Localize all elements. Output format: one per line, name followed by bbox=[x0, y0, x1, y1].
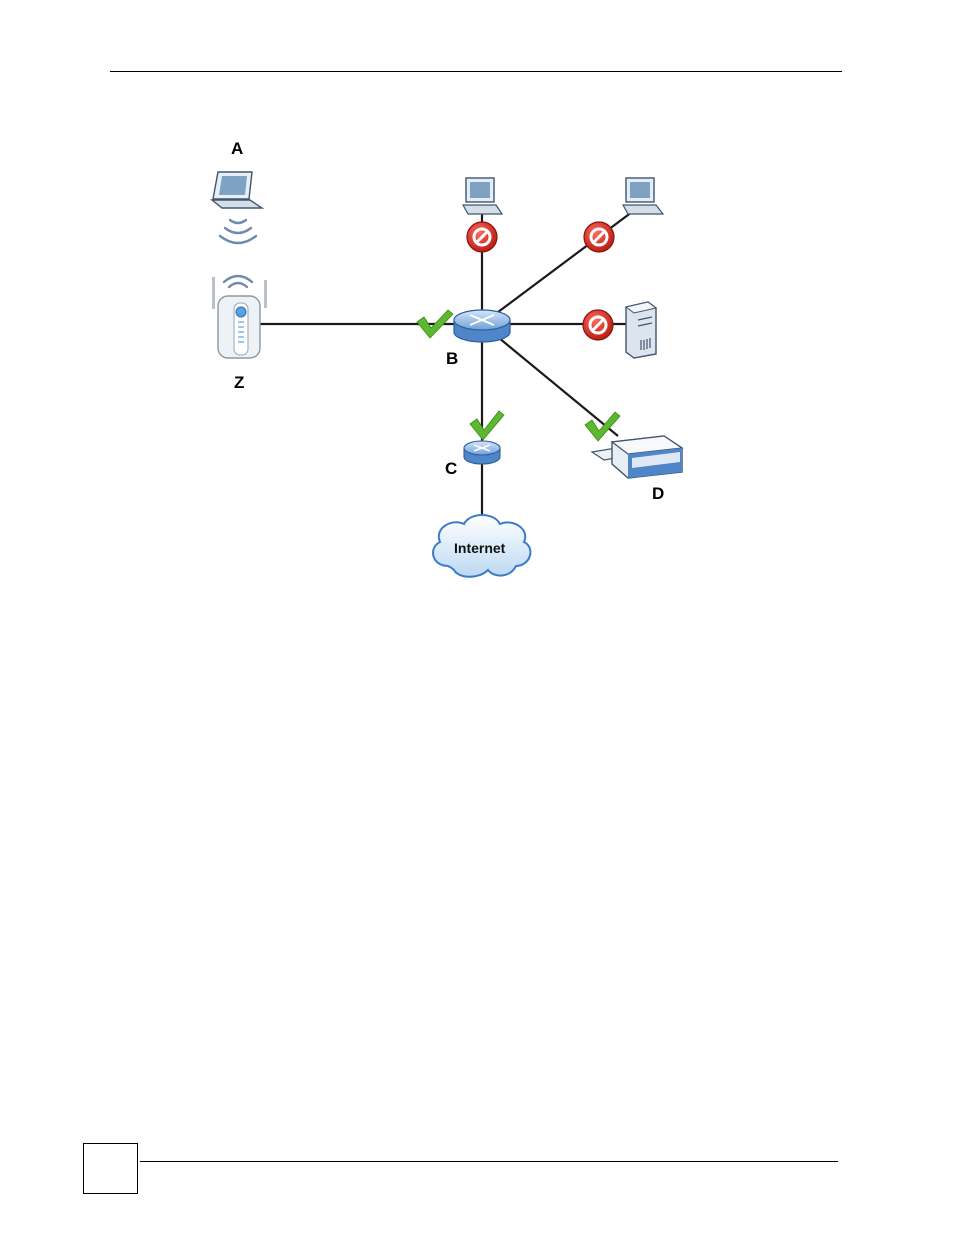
page-number-box bbox=[83, 1143, 138, 1194]
desktop-icon bbox=[623, 178, 663, 214]
internet-label: Internet bbox=[454, 540, 506, 556]
blocked-icon bbox=[467, 222, 497, 252]
allowed-check-icon bbox=[585, 412, 620, 441]
label-z: Z bbox=[234, 373, 244, 392]
access-point-icon bbox=[212, 277, 267, 358]
server-tower-icon bbox=[626, 302, 656, 358]
router-icon bbox=[464, 441, 500, 464]
printer-icon bbox=[592, 436, 682, 478]
label-c: C bbox=[445, 459, 457, 478]
blocked-icon bbox=[584, 222, 614, 252]
label-b: B bbox=[446, 349, 458, 368]
label-a: A bbox=[231, 139, 243, 158]
blocked-icon bbox=[583, 310, 613, 340]
footer-rule bbox=[140, 1161, 838, 1162]
desktop-icon bbox=[463, 178, 502, 214]
wireless-signal-icon bbox=[220, 220, 256, 243]
link-switch-b-to-printer bbox=[482, 324, 618, 436]
laptop-icon bbox=[212, 172, 262, 208]
allowed-check-icon bbox=[470, 411, 504, 440]
label-d: D bbox=[652, 484, 664, 503]
router-icon bbox=[454, 310, 510, 342]
wireless-signal-icon bbox=[224, 276, 252, 287]
